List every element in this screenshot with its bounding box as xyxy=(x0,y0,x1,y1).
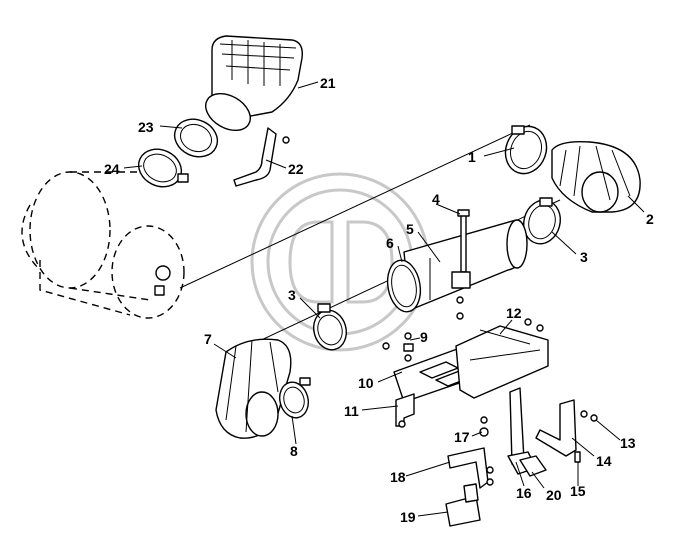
callout-13: 13 xyxy=(620,435,636,451)
callout-1: 1 xyxy=(468,149,476,165)
callout-12: 12 xyxy=(506,305,522,321)
part-6-tube-end xyxy=(386,259,422,313)
callout-7: 7 xyxy=(204,331,212,347)
part-20-foot xyxy=(519,455,547,477)
callout-14: 14 xyxy=(596,453,612,469)
callout-24: 24 xyxy=(104,161,120,177)
callout-20: 20 xyxy=(546,487,562,503)
part-1-clamp xyxy=(504,125,548,175)
part-2-elbow xyxy=(551,140,641,213)
part-3-lower-clamp xyxy=(313,303,347,351)
callout-9: 9 xyxy=(420,329,428,345)
callout-4: 4 xyxy=(432,191,440,207)
callout-5: 5 xyxy=(406,221,414,237)
part-14-bracket xyxy=(535,399,577,457)
part-13-bolt xyxy=(580,410,598,422)
leader-lines xyxy=(123,81,645,517)
part-12-support-rail xyxy=(455,318,549,399)
callout-22: 22 xyxy=(288,161,304,177)
callout-21: 21 xyxy=(320,75,336,91)
callout-2: 2 xyxy=(646,211,654,227)
part-21-inlet-hood xyxy=(205,35,303,132)
part-22-strap xyxy=(233,127,290,187)
callout-6: 6 xyxy=(386,235,394,251)
callout-23: 23 xyxy=(138,119,154,135)
part-11-bracket xyxy=(395,393,415,428)
part-7-lower-elbow xyxy=(215,338,292,439)
callout-18: 18 xyxy=(390,469,406,485)
callout-16: 16 xyxy=(516,485,532,501)
callout-3-upper: 3 xyxy=(580,249,588,265)
callout-labels: 1 2 3 3 4 5 6 7 8 9 10 11 12 13 14 15 16… xyxy=(104,75,654,525)
part-18-bracket xyxy=(447,447,494,489)
part-9-washer-nut xyxy=(382,332,414,362)
part-19-bracket xyxy=(445,483,481,527)
callout-8: 8 xyxy=(290,443,298,459)
callout-11: 11 xyxy=(344,403,359,419)
callout-15: 15 xyxy=(570,483,586,499)
part-8-clamp xyxy=(278,377,311,419)
callout-10: 10 xyxy=(358,375,374,391)
part-4-bolt xyxy=(451,209,471,320)
part-23-ring xyxy=(173,118,219,158)
part-15-bolt xyxy=(574,451,581,463)
alignment-line-upper xyxy=(179,124,531,289)
callout-3-lower: 3 xyxy=(288,287,296,303)
callout-19: 19 xyxy=(400,509,416,525)
callout-17: 17 xyxy=(454,429,470,445)
part-3-upper-clamp xyxy=(523,197,561,245)
part-17-washer xyxy=(479,416,489,437)
air-cleaner-housing-outline xyxy=(21,171,185,319)
part-24-ring xyxy=(137,148,189,188)
